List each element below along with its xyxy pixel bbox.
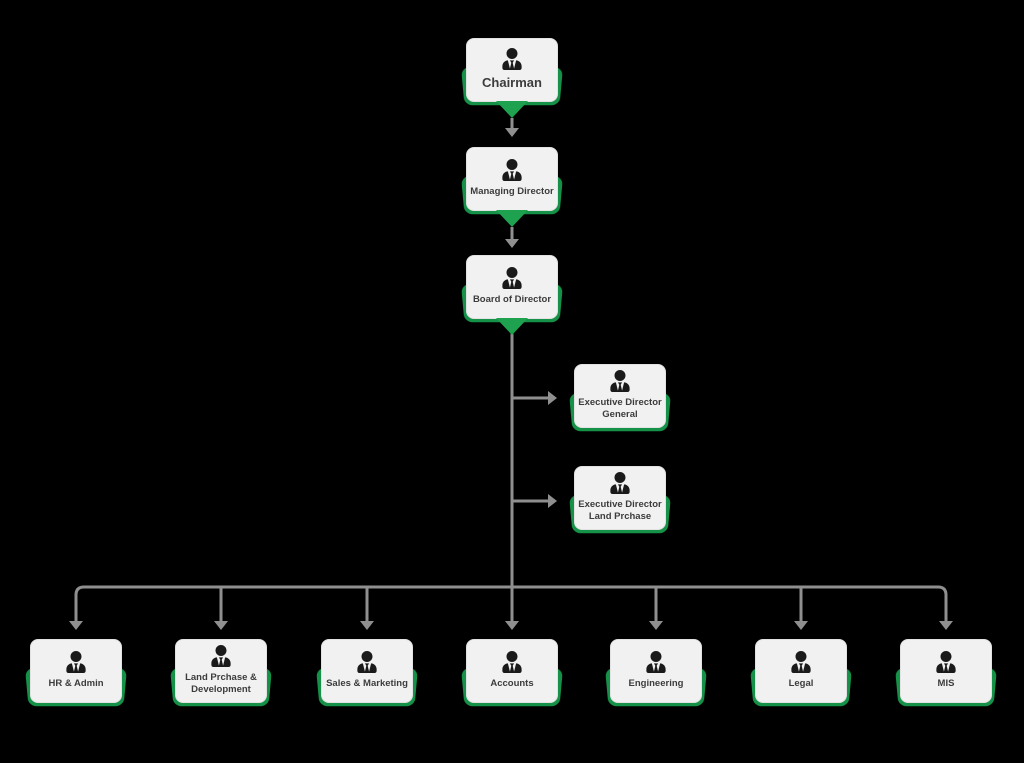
org-node-executive-director-land-prchase: Executive Director Land Prchase: [569, 466, 671, 534]
node-label: Accounts: [490, 677, 534, 689]
node-card: Land Prchase & Development: [175, 639, 267, 703]
person-icon: [791, 650, 811, 673]
person-icon: [936, 650, 956, 673]
person-icon: [502, 650, 522, 673]
down-triangle-icon: [496, 210, 528, 227]
node-label: Managing Director: [470, 185, 554, 197]
node-label: Executive Director General: [578, 396, 662, 420]
node-card: MIS: [900, 639, 992, 703]
node-label: HR & Admin: [48, 677, 104, 689]
node-label: Legal: [788, 677, 814, 689]
person-icon: [357, 650, 377, 673]
node-card: Chairman: [466, 38, 558, 102]
node-label: Board of Director: [472, 293, 552, 305]
node-label: Sales & Marketing: [326, 677, 408, 689]
org-node-executive-director-general: Executive Director General: [569, 364, 671, 432]
down-triangle-icon: [496, 318, 528, 335]
node-card: Sales & Marketing: [321, 639, 413, 703]
node-card: Managing Director: [466, 147, 558, 211]
org-node-mis: MIS: [895, 639, 997, 707]
person-icon: [502, 47, 522, 70]
node-label: Executive Director Land Prchase: [578, 498, 662, 522]
connector-arrowheads: [69, 128, 953, 630]
person-icon: [211, 644, 231, 667]
org-node-managing-director: Managing Director: [461, 147, 563, 227]
person-icon: [610, 471, 630, 494]
node-card: Executive Director Land Prchase: [574, 466, 666, 530]
org-node-accounts: Accounts: [461, 639, 563, 707]
org-node-hr-admin: HR & Admin: [25, 639, 127, 707]
org-node-engineering: Engineering: [605, 639, 707, 707]
node-label: Chairman: [482, 74, 542, 90]
node-card: Legal: [755, 639, 847, 703]
person-icon: [502, 266, 522, 289]
org-node-legal: Legal: [750, 639, 852, 707]
node-card: Accounts: [466, 639, 558, 703]
node-label: Engineering: [628, 677, 684, 689]
org-node-land-prchase-development: Land Prchase & Development: [170, 639, 272, 707]
person-icon: [66, 650, 86, 673]
node-card: Executive Director General: [574, 364, 666, 428]
person-icon: [646, 650, 666, 673]
connector-line-group: [74, 118, 948, 621]
org-node-chairman: Chairman: [461, 38, 563, 118]
org-node-board-of-director: Board of Director: [461, 255, 563, 335]
person-icon: [610, 369, 630, 392]
node-card: HR & Admin: [30, 639, 122, 703]
person-icon: [502, 158, 522, 181]
down-triangle-icon: [496, 101, 528, 118]
node-label: Land Prchase & Development: [185, 671, 257, 695]
node-label: MIS: [937, 677, 955, 689]
node-card: Board of Director: [466, 255, 558, 319]
org-node-sales-marketing: Sales & Marketing: [316, 639, 418, 707]
node-card: Engineering: [610, 639, 702, 703]
